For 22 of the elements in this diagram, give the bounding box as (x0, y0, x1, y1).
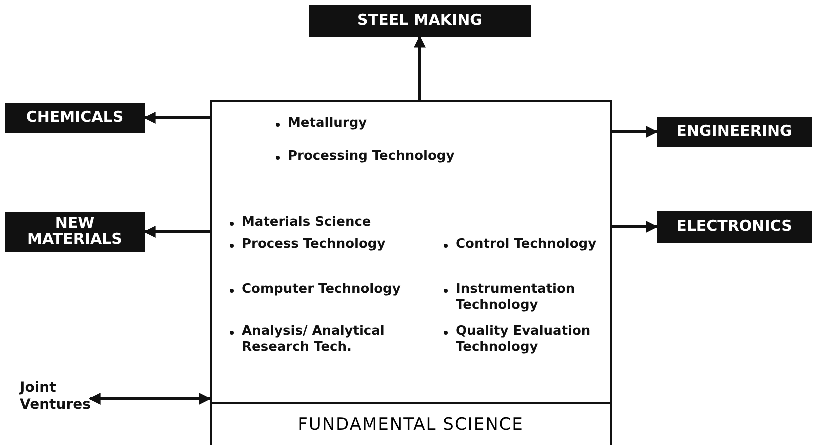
arrow (612, 221, 658, 233)
bullet-item: Materials Science (228, 215, 442, 231)
process-box (210, 100, 612, 445)
bullet-item: Metallurgy (274, 116, 588, 132)
output-box: ELECTRONICS (657, 211, 812, 243)
arrow (414, 36, 426, 100)
output-box: CHEMICALS (5, 103, 145, 133)
output-box: STEEL MAKING (309, 5, 531, 37)
bullet-item: Instrumentation Technology (442, 282, 626, 314)
arrow (612, 126, 658, 138)
arrow (88, 393, 212, 405)
bullet-item: Processing Technology (274, 149, 588, 165)
output-box: ENGINEERING (657, 117, 812, 147)
bullet-item: Computer Technology (228, 282, 432, 298)
output-box: NEW MATERIALS (5, 212, 145, 252)
bullet-item: Analysis/ Analytical Research Tech. (228, 324, 432, 356)
arrow (144, 226, 210, 238)
bullet-item: Control Technology (442, 237, 626, 253)
bullet-item: Quality Evaluation Technology (442, 324, 626, 356)
text-label: Joint Ventures (20, 380, 90, 418)
arrow (144, 112, 210, 124)
bullet-item: Process Technology (228, 237, 432, 253)
